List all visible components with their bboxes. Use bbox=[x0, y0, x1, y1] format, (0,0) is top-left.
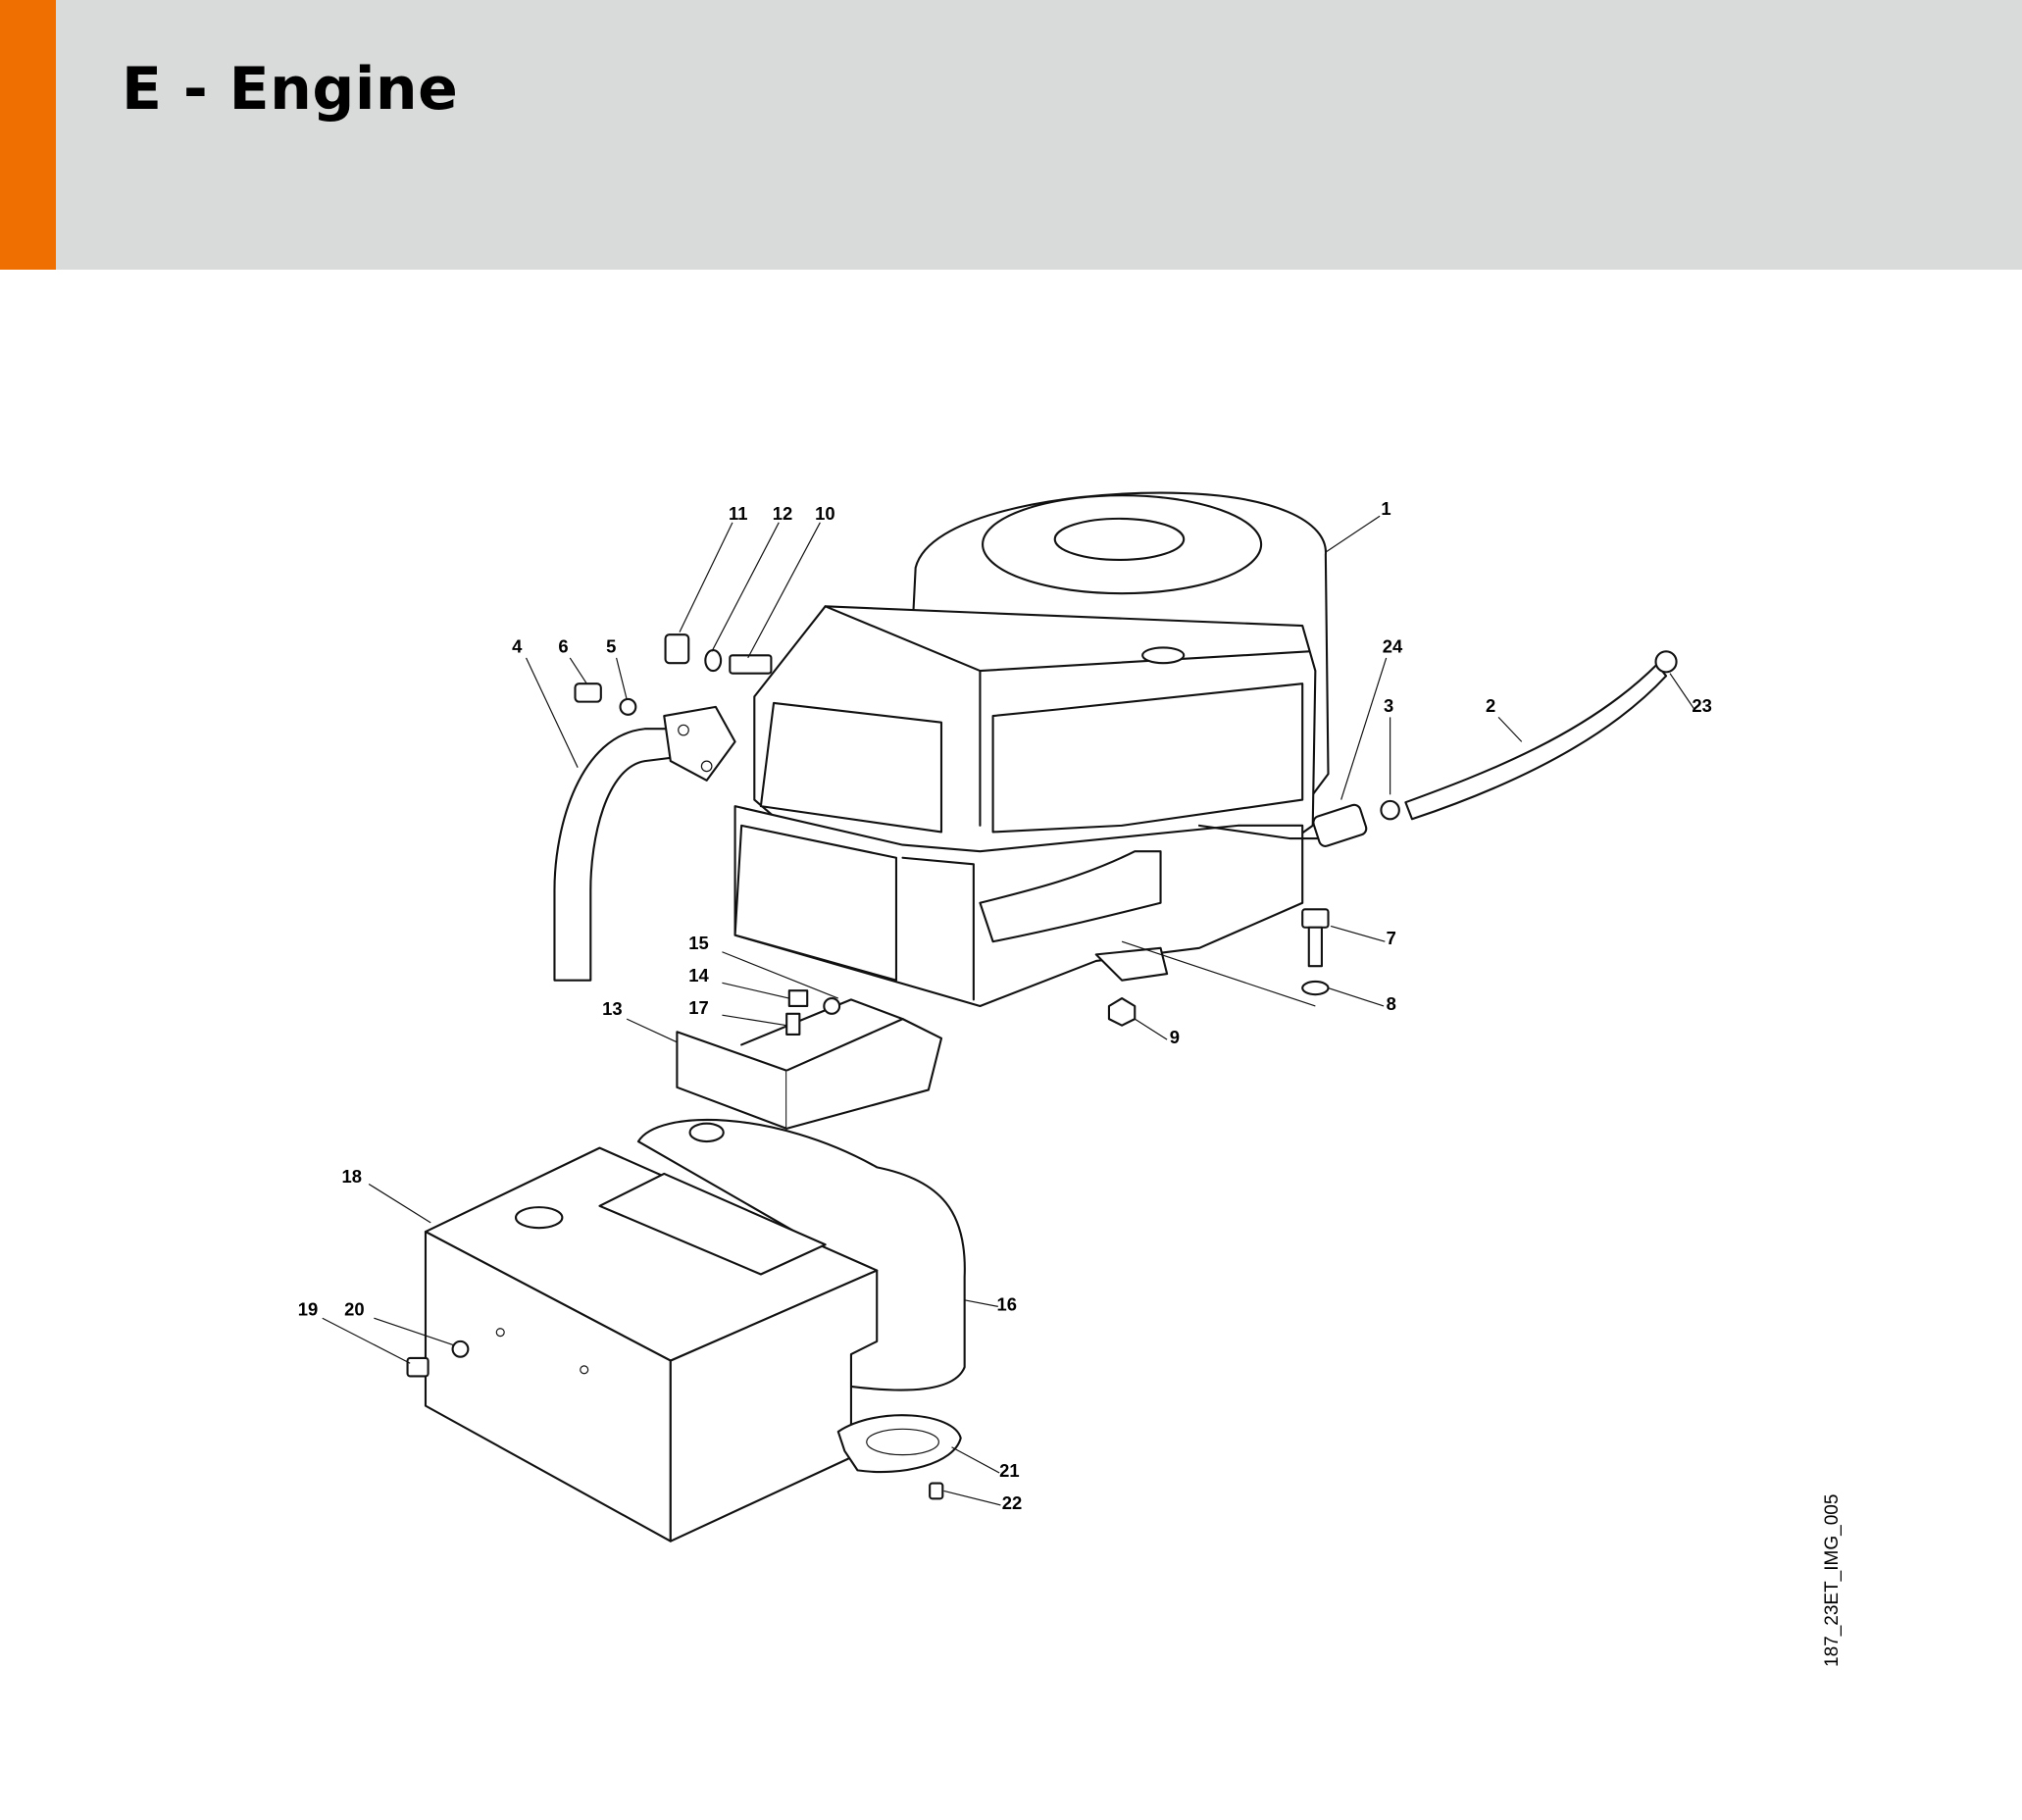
callout-16[interactable]: 16 bbox=[997, 1293, 1017, 1314]
callout-22[interactable]: 22 bbox=[1002, 1492, 1022, 1513]
engine-part[interactable] bbox=[733, 491, 1330, 1008]
callout-labels: 1 2 3 4 5 6 7 8 9 10 11 12 13 14 15 16 1… bbox=[298, 498, 1712, 1513]
engine-mount-hardware[interactable] bbox=[1107, 908, 1330, 1027]
callout-2[interactable]: 2 bbox=[1486, 695, 1495, 716]
header-accent-bar bbox=[0, 0, 56, 270]
page-title: E - Engine bbox=[122, 55, 459, 124]
callout-11[interactable]: 11 bbox=[729, 503, 747, 524]
fuel-filter-part[interactable] bbox=[1312, 650, 1678, 847]
callout-6[interactable]: 6 bbox=[558, 636, 568, 657]
callout-19[interactable]: 19 bbox=[298, 1299, 318, 1320]
callout-7[interactable]: 7 bbox=[1387, 928, 1396, 948]
stud-nut-parts[interactable] bbox=[664, 633, 773, 675]
callout-18[interactable]: 18 bbox=[341, 1166, 361, 1187]
callout-5[interactable]: 5 bbox=[606, 636, 616, 657]
callout-4[interactable]: 4 bbox=[512, 636, 523, 657]
muffler-part[interactable] bbox=[636, 1118, 966, 1391]
callout-8[interactable]: 8 bbox=[1387, 993, 1396, 1014]
callout-14[interactable]: 14 bbox=[688, 965, 709, 986]
callout-17[interactable]: 17 bbox=[688, 997, 708, 1018]
callout-3[interactable]: 3 bbox=[1384, 695, 1393, 716]
callout-9[interactable]: 9 bbox=[1170, 1027, 1180, 1047]
muffler-bracket-part[interactable] bbox=[676, 989, 943, 1130]
image-id-label: 187_23ET_IMG_005 bbox=[1822, 1493, 1843, 1667]
callout-13[interactable]: 13 bbox=[602, 998, 622, 1019]
callout-10[interactable]: 10 bbox=[815, 503, 834, 524]
exhaust-pipe-part[interactable] bbox=[553, 682, 736, 982]
heat-shield-part[interactable] bbox=[406, 1146, 879, 1542]
callout-12[interactable]: 12 bbox=[773, 503, 792, 524]
callout-15[interactable]: 15 bbox=[688, 933, 708, 953]
leader-lines bbox=[322, 515, 1695, 1506]
callout-20[interactable]: 20 bbox=[344, 1299, 364, 1320]
callout-24[interactable]: 24 bbox=[1383, 636, 1403, 657]
callout-23[interactable]: 23 bbox=[1692, 695, 1711, 716]
exhaust-gasket-part[interactable] bbox=[836, 1414, 962, 1500]
page-header: E - Engine bbox=[0, 0, 2022, 270]
callout-21[interactable]: 21 bbox=[999, 1460, 1019, 1481]
callout-1[interactable]: 1 bbox=[1381, 498, 1390, 519]
